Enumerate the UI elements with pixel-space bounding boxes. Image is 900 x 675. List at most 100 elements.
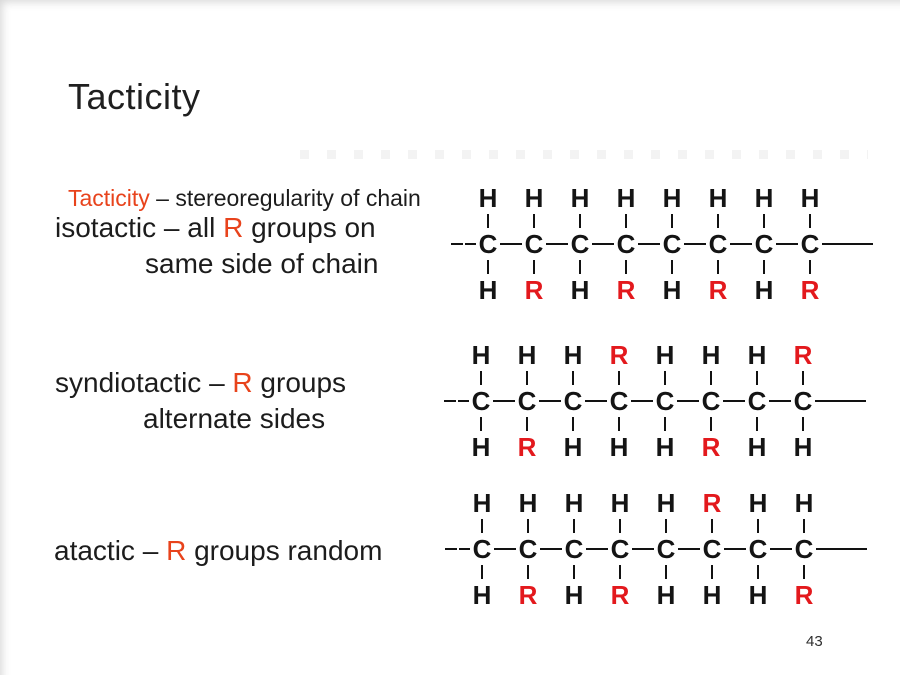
- vertical-bond: [756, 519, 760, 533]
- chain-right-end-bond: [827, 489, 869, 609]
- hydrogen-atom: H: [616, 183, 636, 213]
- vertical-bond: [762, 214, 766, 228]
- vertical-bond: [571, 417, 575, 431]
- page-title: Tacticity: [68, 76, 201, 117]
- hydrogen-atom: H: [708, 183, 728, 213]
- vertical-bond: [670, 214, 674, 228]
- carbon-atom: C: [551, 535, 597, 563]
- carbon-atom: C: [735, 535, 781, 563]
- hydrogen-atom: H: [754, 275, 774, 305]
- vertical-bond: [663, 371, 667, 385]
- vertical-bond: [716, 260, 720, 274]
- chain-left-end-bond: [445, 489, 459, 609]
- label-isotactic-line1: isotactic – all R groups on: [55, 212, 376, 243]
- label-text: groups on: [243, 212, 376, 243]
- carbon-atom: C: [649, 230, 695, 258]
- carbon-atom: C: [741, 230, 787, 258]
- hydrogen-atom: H: [610, 488, 630, 518]
- hydrogen-atom: H: [662, 183, 682, 213]
- vertical-bond: [578, 214, 582, 228]
- hydrogen-atom: H: [472, 580, 492, 610]
- r-group-atom: R: [517, 432, 537, 462]
- carbon-atom: C: [642, 387, 688, 415]
- page-number: 43: [806, 633, 823, 650]
- carbon-atom: C: [597, 535, 643, 563]
- hydrogen-atom: H: [748, 580, 768, 610]
- faint-dotted-divider: [300, 150, 868, 159]
- hydrogen-atom: H: [754, 183, 774, 213]
- hydrogen-atom: H: [793, 432, 813, 462]
- hydrogen-atom: H: [800, 183, 820, 213]
- carbon-atom: C: [688, 387, 734, 415]
- vertical-bond: [756, 565, 760, 579]
- label-text: groups random: [186, 535, 383, 566]
- r-group-atom: R: [610, 580, 630, 610]
- label-text: atactic –: [54, 535, 167, 566]
- hydrogen-atom: H: [702, 580, 722, 610]
- vertical-bond: [479, 371, 483, 385]
- hydrogen-atom: H: [564, 580, 584, 610]
- hydrogen-atom: H: [471, 432, 491, 462]
- backbone-bond: [451, 242, 463, 245]
- backbone-bond: [444, 399, 456, 402]
- vertical-bond: [526, 519, 530, 533]
- carbon-atom: C: [504, 387, 550, 415]
- vertical-bond: [710, 519, 714, 533]
- vertical-bond: [486, 260, 490, 274]
- r-group-atom: R: [524, 275, 544, 305]
- carbon-atom: C: [787, 230, 833, 258]
- vertical-bond: [525, 371, 529, 385]
- label-atactic-line1: atactic – R groups random: [54, 535, 382, 566]
- hydrogen-atom: H: [564, 488, 584, 518]
- hydrogen-atom: H: [563, 340, 583, 370]
- hydrogen-atom: H: [656, 488, 676, 518]
- hydrogen-atom: H: [517, 340, 537, 370]
- hydrogen-atom: H: [524, 183, 544, 213]
- r-group-atom: R: [616, 275, 636, 305]
- vertical-bond: [808, 214, 812, 228]
- vertical-bond: [617, 417, 621, 431]
- hydrogen-atom: H: [794, 488, 814, 518]
- label-text: groups: [252, 367, 347, 398]
- label-syndiotactic-line1: syndiotactic – R groups: [55, 367, 346, 398]
- carbon-atom: C: [780, 387, 826, 415]
- r-group-atom: R: [794, 580, 814, 610]
- backbone-bond: [827, 547, 867, 550]
- hydrogen-atom: H: [747, 432, 767, 462]
- label-text: syndiotactic –: [55, 367, 233, 398]
- label-isotactic-line2: same side of chain: [145, 248, 379, 279]
- vertical-bond: [532, 214, 536, 228]
- hydrogen-atom: H: [609, 432, 629, 462]
- carbon-atom: C: [458, 387, 504, 415]
- carbon-atom: C: [603, 230, 649, 258]
- vertical-bond: [709, 417, 713, 431]
- hydrogen-atom: H: [662, 275, 682, 305]
- r-group-atom: R: [518, 580, 538, 610]
- r-group-atom: R: [793, 340, 813, 370]
- label-text: isotactic – all: [55, 212, 224, 243]
- vertical-bond: [526, 565, 530, 579]
- backbone-bond: [826, 399, 866, 402]
- hydrogen-atom: H: [570, 183, 590, 213]
- vertical-bond: [525, 417, 529, 431]
- hydrogen-atom: H: [748, 488, 768, 518]
- chain-left-end-bond: [444, 341, 458, 461]
- chain-left-end-bond: [451, 184, 465, 304]
- vertical-bond: [755, 417, 759, 431]
- vertical-bond: [801, 417, 805, 431]
- r-group-symbol: R: [166, 535, 187, 566]
- carbon-atom: C: [465, 230, 511, 258]
- hydrogen-atom: H: [655, 340, 675, 370]
